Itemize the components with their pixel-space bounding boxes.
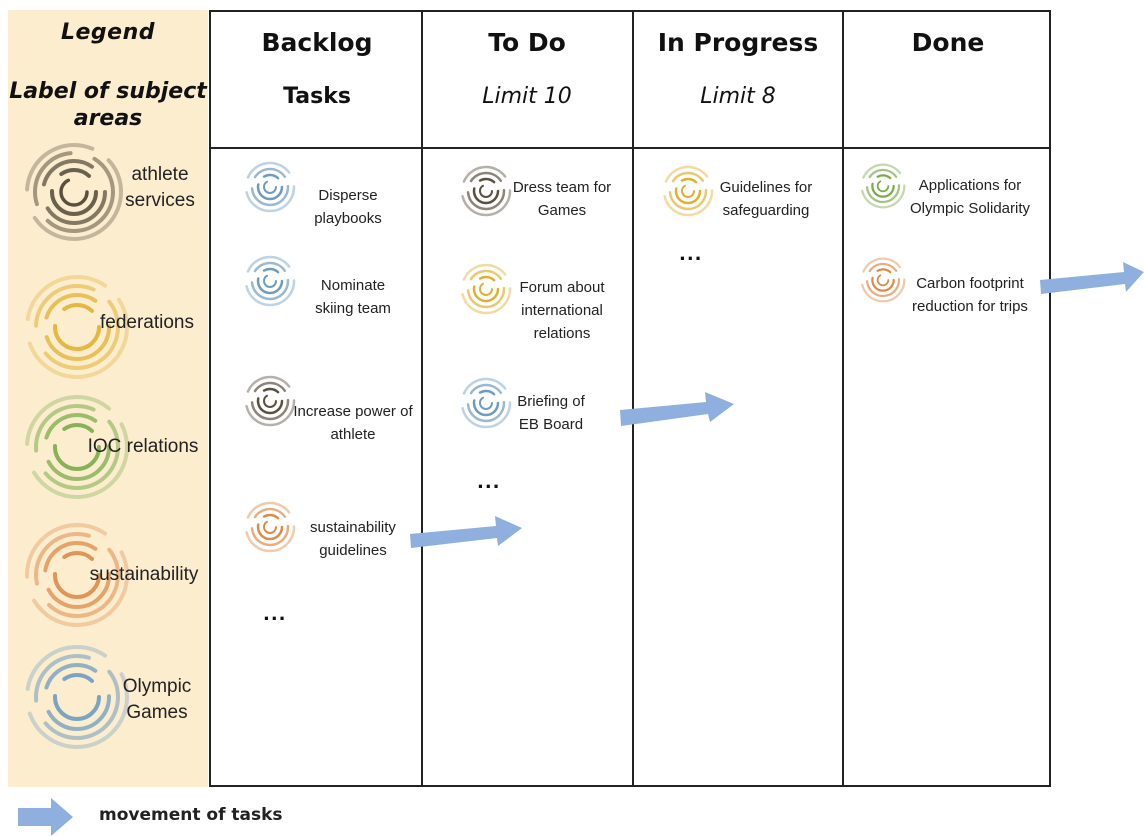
task-card[interactable]: Briefing of EB Board <box>459 376 629 446</box>
olympic-games-ring-icon <box>244 161 296 213</box>
legend-label: federations <box>99 312 194 333</box>
column-divider <box>842 12 844 785</box>
task-card[interactable]: sustainability guidelines <box>243 500 413 570</box>
legend-label: sustainability <box>89 564 199 585</box>
task-text: Nominate skiing team <box>315 277 391 317</box>
federations-ring-icon <box>662 165 714 217</box>
ioc-relations-ring-icon <box>25 395 129 499</box>
legend-label: athlete services <box>125 164 195 211</box>
movement-arrow <box>410 516 522 548</box>
task-card[interactable]: Nominate skiing team <box>243 254 413 324</box>
more-tasks-ellipsis: ... <box>263 604 287 625</box>
task-card[interactable]: Guidelines for safeguarding <box>661 164 831 234</box>
legend-subtitle: Label of subject areas <box>9 79 207 131</box>
legend-panel: Legend Label of subject areas athlete se… <box>8 10 208 787</box>
task-text: Disperse playbooks <box>314 187 382 227</box>
movement-arrow <box>620 392 734 426</box>
ioc-relations-ring-icon <box>860 163 906 209</box>
task-text: sustainability guidelines <box>310 519 396 559</box>
task-text: Guidelines for safeguarding <box>719 179 813 219</box>
header-divider <box>211 147 1049 149</box>
column-divider <box>632 12 634 785</box>
federations-ring-icon <box>25 275 129 379</box>
legend-item-ioc-relations: IOC relations <box>8 392 208 502</box>
task-card[interactable]: Increase power of athlete <box>243 374 421 444</box>
task-card[interactable]: Disperse playbooks <box>243 160 413 230</box>
task-text: Increase power of athlete <box>293 403 413 443</box>
movement-arrow <box>1040 262 1144 294</box>
legend-title: Legend <box>60 20 156 45</box>
task-card[interactable]: Dress team for Games <box>459 164 629 234</box>
task-card[interactable]: Applications for Olympic Solidarity <box>859 162 1049 222</box>
column-title-backlog: Backlog <box>261 28 373 57</box>
legend-item-federations: federations <box>8 272 208 382</box>
legend-item-sustainability: sustainability <box>8 520 208 630</box>
movement-arrow-icon <box>18 798 73 836</box>
olympic-games-ring-icon <box>244 255 296 307</box>
more-tasks-ellipsis: ... <box>679 244 703 265</box>
sustainability-ring-icon <box>244 501 296 553</box>
column-subtitle-todo: Limit 10 <box>482 84 572 109</box>
task-text: Forum about international relations <box>519 279 605 342</box>
sustainability-ring-icon <box>25 523 129 627</box>
column-subtitle-backlog: Tasks <box>283 84 351 109</box>
column-subtitle-in-progress: Limit 8 <box>700 84 776 109</box>
olympic-games-ring-icon <box>460 377 512 429</box>
task-text: Dress team for Games <box>512 179 612 219</box>
legend-label: Olympic Games <box>122 676 192 723</box>
task-card[interactable]: Carbon footprint reduction for trips <box>859 256 1049 326</box>
footer-label: movement of tasks <box>99 805 283 825</box>
legend-item-athlete-services: athlete services <box>8 140 208 250</box>
legend-label: IOC relations <box>87 436 199 457</box>
federations-ring-icon <box>460 263 512 315</box>
task-text: Carbon footprint reduction for trips <box>912 275 1028 315</box>
athlete-services-ring-icon <box>460 165 512 217</box>
column-title-todo: To Do <box>488 28 566 57</box>
athlete-services-ring-icon <box>244 375 296 427</box>
more-tasks-ellipsis: ... <box>477 472 501 493</box>
kanban-board: Backlog Tasks To Do Limit 10 In Progress… <box>209 10 1051 787</box>
task-text: Briefing of EB Board <box>517 393 585 433</box>
column-title-in-progress: In Progress <box>657 28 819 57</box>
athlete-services-ring-icon <box>25 143 123 241</box>
sustainability-ring-icon <box>860 257 906 303</box>
column-title-done: Done <box>911 28 985 57</box>
legend-item-olympic-games: Olympic Games <box>8 642 208 752</box>
task-card[interactable]: Forum about international relations <box>459 262 629 352</box>
column-divider <box>421 12 423 785</box>
olympic-games-ring-icon <box>25 645 129 749</box>
task-text: Applications for Olympic Solidarity <box>909 177 1031 217</box>
